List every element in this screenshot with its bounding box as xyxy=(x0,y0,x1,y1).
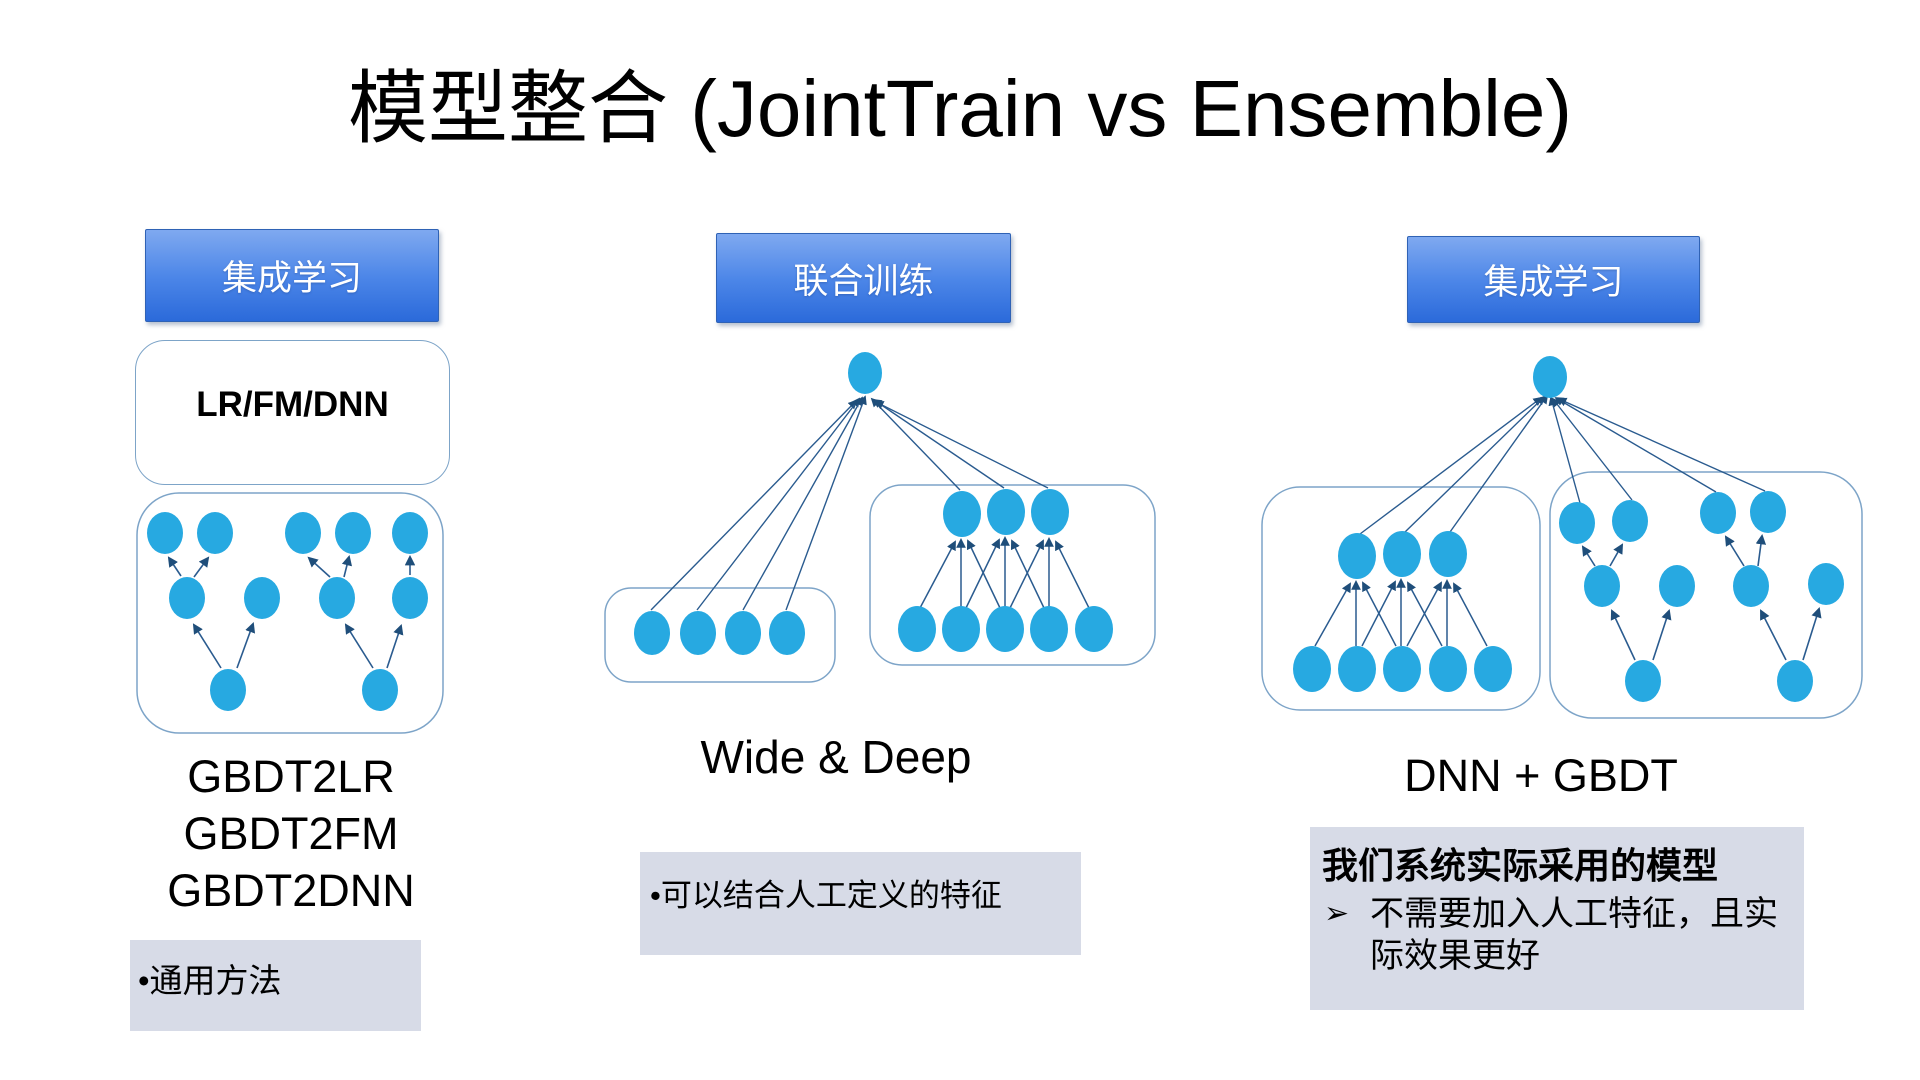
left-tree-arrows xyxy=(167,554,416,669)
deep-hidden-node xyxy=(943,491,981,537)
deep-input-node xyxy=(898,606,936,652)
tree-leaf-node xyxy=(197,512,233,554)
arrow-bullet-icon: ➢ xyxy=(1324,897,1350,930)
dnn-part-box xyxy=(1261,486,1541,711)
left-note-text: •通用方法 xyxy=(138,962,282,999)
deep-input-node xyxy=(1075,606,1113,652)
tree-mid-node xyxy=(1584,565,1620,607)
tree-mid-node xyxy=(169,577,205,619)
tree-leaf-node xyxy=(285,512,321,554)
wide-part-box xyxy=(604,587,836,683)
deep-part-box xyxy=(869,484,1156,666)
tree-root-node xyxy=(1625,660,1661,702)
gbdt-tree-arrows xyxy=(1581,533,1822,661)
left-caption-line: GBDT2FM xyxy=(183,808,399,859)
tree-leaf-node xyxy=(392,512,428,554)
output-arrows xyxy=(650,395,1049,611)
left-caption-line: GBDT2LR xyxy=(187,751,395,802)
right-panel-header-label: 集成学习 xyxy=(1483,263,1624,302)
deep-input-node xyxy=(942,606,980,652)
dnn-input-node xyxy=(1429,646,1467,692)
dnn-input-node xyxy=(1293,646,1331,692)
dnn-hidden-node xyxy=(1338,533,1376,579)
left-caption-line: GBDT2DNN xyxy=(167,865,415,916)
tree-leaf-node xyxy=(1700,492,1736,534)
dnn-input-node xyxy=(1474,646,1512,692)
deep-layer-arrows xyxy=(919,536,1090,609)
middle-note-text: •可以结合人工定义的特征 xyxy=(650,878,1002,913)
left-gbdt-trees-diagram xyxy=(136,492,444,734)
right-panel-header-button: 集成学习 xyxy=(1407,236,1700,323)
right-note-title: 我们系统实际采用的模型 xyxy=(1322,845,1719,886)
left-tree-nodes xyxy=(147,512,428,711)
wide-node xyxy=(680,611,716,655)
wide-node xyxy=(725,611,761,655)
tree-root-node xyxy=(1777,660,1813,702)
left-model-box: LR/FM/DNN xyxy=(135,340,450,485)
right-note-box: 我们系统实际采用的模型 ➢ 不需要加入人工特征，且实际效果更好 xyxy=(1310,827,1804,1010)
dnn-hidden-node xyxy=(1383,531,1421,577)
tree-root-node xyxy=(210,669,246,711)
left-model-box-label: LR/FM/DNN xyxy=(196,385,389,424)
middle-note-box: •可以结合人工定义的特征 xyxy=(640,852,1081,955)
dnn-layer-arrows xyxy=(1314,578,1488,647)
left-trees-container-box xyxy=(136,492,444,734)
left-caption: GBDT2LR GBDT2FM GBDT2DNN xyxy=(130,748,452,919)
output-node xyxy=(848,352,882,394)
tree-leaf-node xyxy=(1750,491,1786,533)
wide-node xyxy=(769,611,805,655)
tree-mid-node xyxy=(319,577,355,619)
wide-node xyxy=(634,611,670,655)
gbdt-part-box xyxy=(1549,471,1863,719)
tree-mid-node xyxy=(1659,565,1695,607)
output-node xyxy=(1533,356,1567,398)
deep-input-node xyxy=(1030,606,1068,652)
right-caption-text: DNN + GBDT xyxy=(1404,750,1678,801)
tree-mid-node xyxy=(1733,565,1769,607)
tree-leaf-node xyxy=(1559,502,1595,544)
tree-leaf-node xyxy=(147,512,183,554)
left-panel-header-button: 集成学习 xyxy=(145,229,439,322)
middle-panel-header-button: 联合训练 xyxy=(716,233,1011,323)
dnn-hidden-node xyxy=(1429,531,1467,577)
dnn-gbdt-diagram xyxy=(1261,356,1863,719)
left-note-box: •通用方法 xyxy=(130,940,421,1031)
slide-title: 模型整合 (JointTrain vs Ensemble) xyxy=(348,64,1572,153)
tree-mid-node xyxy=(392,577,428,619)
left-panel-header-label: 集成学习 xyxy=(221,259,362,298)
right-note-bullet-text: 不需要加入人工特征，且实际效果更好 xyxy=(1370,895,1778,975)
dnn-input-node xyxy=(1383,646,1421,692)
tree-leaf-node xyxy=(335,512,371,554)
wide-and-deep-diagram xyxy=(604,352,1156,683)
middle-panel-header-label: 联合训练 xyxy=(793,261,934,301)
tree-leaf-node xyxy=(1612,500,1648,542)
deep-hidden-node xyxy=(1031,489,1069,535)
dnn-input-node xyxy=(1338,646,1376,692)
right-caption: DNN + GBDT xyxy=(1341,750,1741,802)
tree-root-node xyxy=(362,669,398,711)
deep-input-node xyxy=(986,606,1024,652)
right-note-bullet: ➢ 不需要加入人工特征，且实际效果更好 xyxy=(1322,893,1792,977)
dnn-gbdt-nodes xyxy=(1293,356,1844,702)
wide-deep-nodes xyxy=(634,352,1113,655)
output-arrows xyxy=(1359,394,1766,535)
deep-hidden-node xyxy=(987,489,1025,535)
middle-caption-text: Wide & Deep xyxy=(700,731,972,783)
tree-mid-node xyxy=(244,577,280,619)
middle-caption: Wide & Deep xyxy=(636,730,1036,784)
tree-mid-node xyxy=(1808,563,1844,605)
